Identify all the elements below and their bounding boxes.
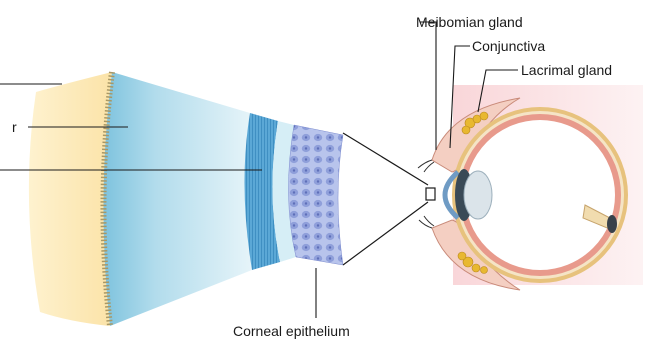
optic-nerve-end	[607, 215, 617, 233]
stroma-layer	[103, 72, 252, 326]
corneal-epithelium-cells	[288, 125, 343, 265]
label-conjunctiva: Conjunctiva	[472, 38, 545, 54]
label-partial-left: r	[12, 119, 17, 135]
lens	[464, 171, 492, 219]
label-meibomian-gland: Meibomian gland	[416, 14, 523, 30]
eyelashes-lower	[419, 216, 434, 228]
label-corneal-epithelium: Corneal epithelium	[233, 323, 350, 339]
zoom-lines	[343, 133, 435, 265]
zoom-line-bottom	[343, 202, 428, 265]
eyelashes-upper	[418, 160, 434, 172]
zoom-box	[426, 188, 435, 200]
label-lacrimal-gland: Lacrimal gland	[521, 62, 612, 78]
zoom-line-top	[343, 133, 428, 185]
leader-meibomian	[420, 22, 436, 150]
tear-film-outer-layer	[29, 72, 112, 326]
magnified-section	[29, 72, 343, 326]
eye-illustration	[418, 98, 626, 290]
